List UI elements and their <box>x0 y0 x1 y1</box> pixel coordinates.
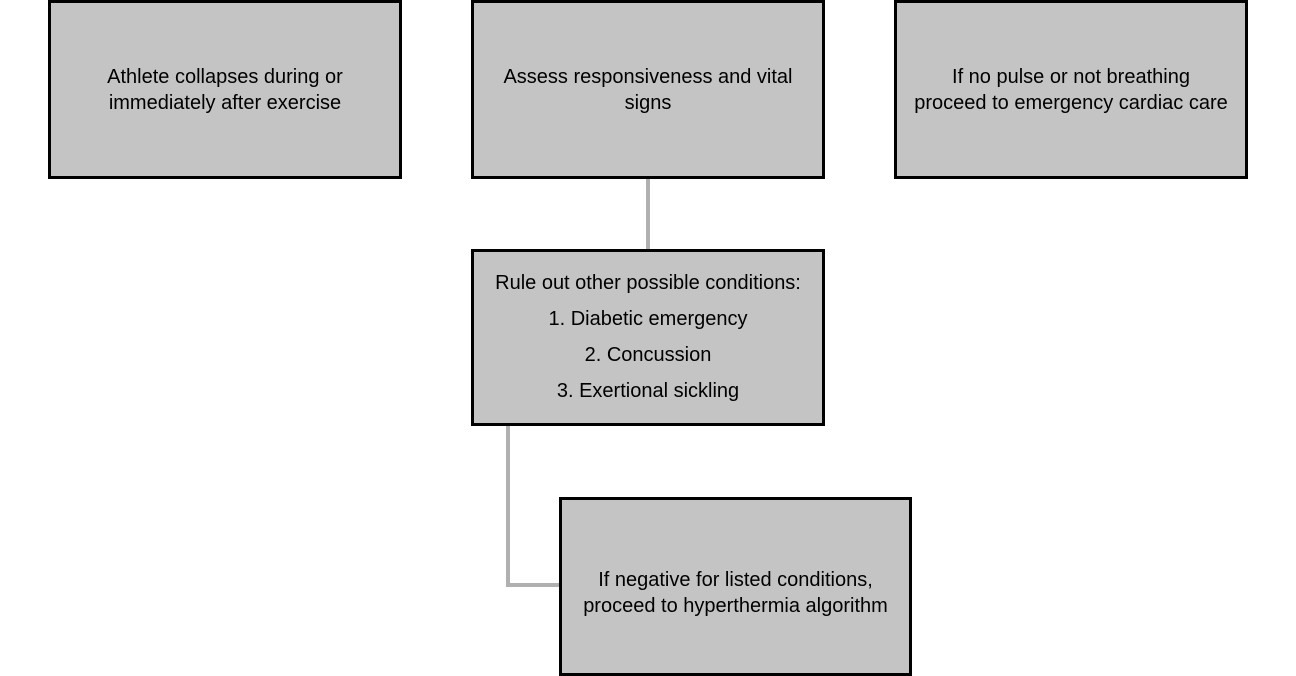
rule-out-item-diabetic: 1. Diabetic emergency <box>548 308 748 330</box>
node-assess-responsiveness-text: Assess responsiveness and vital signs <box>503 65 793 114</box>
node-no-pulse: If no pulse or not breathing proceed to … <box>894 0 1248 179</box>
node-assess-responsiveness: Assess responsiveness and vital signs <box>471 0 825 179</box>
connector-assess-to-ruleout <box>646 179 650 249</box>
rule-out-item-sickling: 3. Exertional sickling <box>556 380 740 402</box>
rule-out-heading: Rule out other possible conditions: <box>495 272 801 294</box>
connector-ruleout-to-negative-horizontal <box>506 583 559 587</box>
node-rule-out-conditions: Rule out other possible conditions: 1. D… <box>471 249 825 426</box>
connector-ruleout-to-negative-vertical <box>506 426 510 587</box>
node-athlete-collapses-text: Athlete collapses during or immediately … <box>107 65 343 114</box>
node-no-pulse-text: If no pulse or not breathing proceed to … <box>914 65 1228 114</box>
node-negative-conditions: If negative for listed conditions, proce… <box>559 497 912 676</box>
node-negative-conditions-text: If negative for listed conditions, proce… <box>583 568 888 617</box>
rule-out-item-concussion: 2. Concussion <box>584 344 712 366</box>
node-athlete-collapses: Athlete collapses during or immediately … <box>48 0 402 179</box>
